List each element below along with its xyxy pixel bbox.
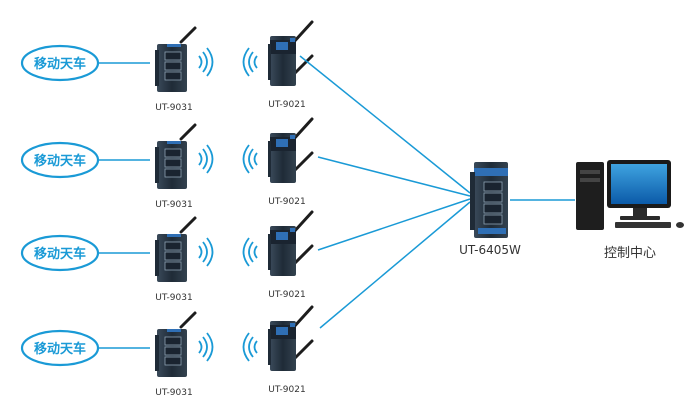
wifi-icon: [242, 47, 258, 77]
ap-label: UT-9021: [268, 385, 305, 395]
client-label: UT-9031: [155, 293, 192, 303]
ut9031-device: [155, 26, 197, 92]
control-label: 控制中心: [604, 246, 656, 261]
wifi-icon: [198, 237, 214, 267]
ut9021-device: [268, 305, 314, 371]
row-1: 移动天车 UT-9031: [20, 20, 314, 113]
vehicle-label: 移动天车: [34, 246, 86, 262]
row-2: 移动天车 UT-9031: [20, 117, 314, 210]
wifi-icon: [198, 144, 214, 174]
ap-hub-links: [299, 55, 575, 329]
ut6405w-switch: [470, 162, 508, 238]
ut9021-device: [268, 210, 314, 276]
client-label: UT-9031: [155, 103, 192, 113]
vehicle-label: 移动天车: [34, 341, 86, 357]
ut9031-device: [155, 216, 197, 282]
computer-icon: [576, 160, 684, 230]
ap-label: UT-9021: [268, 290, 305, 300]
row-4: 移动天车 UT-9031: [20, 305, 314, 398]
wifi-icon: [198, 332, 214, 362]
pc-mouse: [676, 222, 684, 228]
ap-label: UT-9021: [268, 100, 305, 110]
ut9031-device: [155, 123, 197, 189]
wifi-icon: [198, 47, 214, 77]
hub-label: UT-6405W: [459, 243, 521, 257]
ut9021-device: [268, 117, 314, 183]
client-label: UT-9031: [155, 200, 192, 210]
ut9031-device: [155, 311, 197, 377]
link-line: [319, 201, 471, 329]
ap-label: UT-9021: [268, 197, 305, 207]
vehicle-label: 移动天车: [34, 56, 86, 72]
vehicle-label: 移动天车: [34, 153, 86, 169]
wifi-icon: [242, 332, 258, 362]
row-3: 移动天车 UT-9031: [20, 210, 314, 303]
ut9021-device: [268, 20, 314, 86]
wifi-icon: [242, 144, 258, 174]
client-label: UT-9031: [155, 388, 192, 398]
link-line: [299, 55, 471, 194]
wifi-icon: [242, 237, 258, 267]
pc-keyboard: [615, 222, 671, 228]
link-line: [317, 156, 471, 197]
link-line: [317, 198, 471, 251]
